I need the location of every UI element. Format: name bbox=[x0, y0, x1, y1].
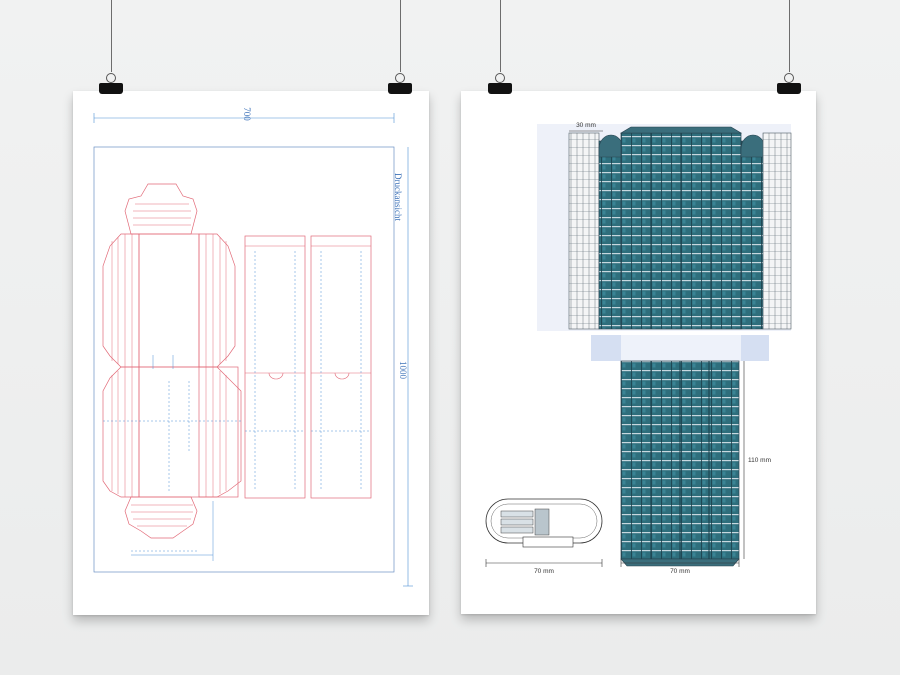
left-poster: 700 1000 Druckansicht bbox=[73, 91, 429, 615]
side-dimension-label: 110 mm bbox=[748, 457, 771, 464]
box-back-panel bbox=[138, 366, 239, 498]
facade-width-dimension-label: 70 mm bbox=[670, 568, 690, 575]
box-bottom-flap bbox=[124, 496, 198, 539]
side-label: Druckansicht bbox=[393, 173, 403, 221]
box-top-flap bbox=[124, 183, 198, 235]
height-dimension-label: 1000 bbox=[398, 361, 408, 380]
width-dimension-label: 700 bbox=[242, 107, 252, 121]
right-poster: 30 mm 110 mm bbox=[461, 91, 816, 614]
building-model-drawing: 30 mm 110 mm bbox=[485, 122, 792, 575]
left-tower-column bbox=[568, 132, 600, 330]
hanging-wire bbox=[111, 0, 112, 72]
box-right-flap bbox=[198, 233, 236, 368]
binder-clip bbox=[99, 73, 123, 94]
top-dimension-label: 30 mm bbox=[576, 122, 596, 129]
sleeve-panel-1 bbox=[244, 235, 306, 499]
plan-dimension-label: 70 mm bbox=[534, 568, 554, 575]
hanging-wire bbox=[500, 0, 501, 72]
print-frame bbox=[93, 146, 395, 573]
binder-clip bbox=[777, 73, 801, 94]
binder-clip bbox=[488, 73, 512, 94]
hanging-wire bbox=[400, 0, 401, 72]
dieline-drawing: 700 1000 Druckansicht bbox=[93, 107, 413, 587]
box-front-panel bbox=[138, 233, 200, 368]
binder-clip bbox=[388, 73, 412, 94]
hanging-wire bbox=[789, 0, 790, 72]
sleeve-panel-2 bbox=[310, 235, 372, 499]
box-left-flap bbox=[102, 233, 140, 368]
right-tower-column bbox=[762, 132, 792, 330]
